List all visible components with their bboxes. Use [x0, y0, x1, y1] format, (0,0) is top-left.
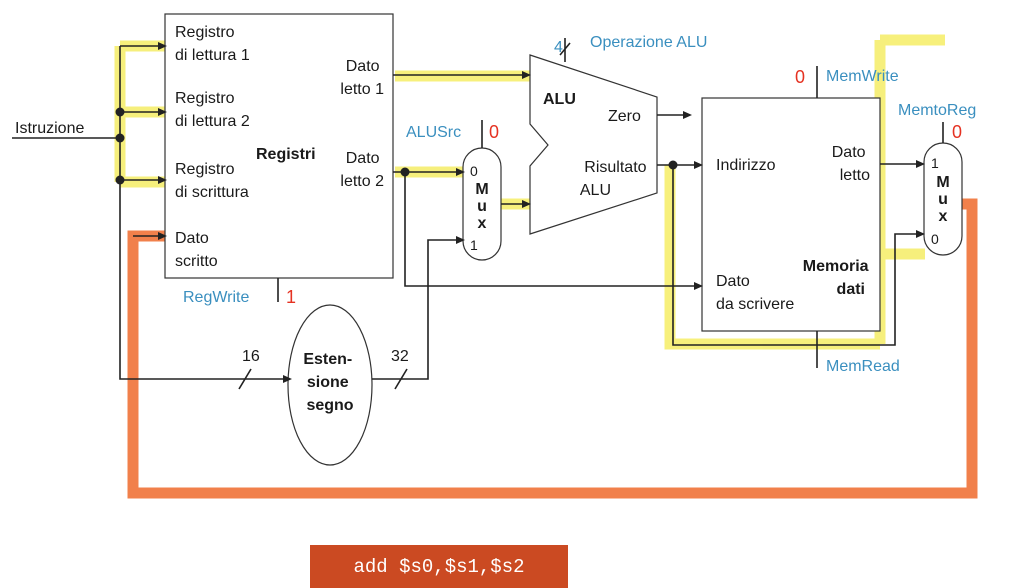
write-reg-line-2: di scrittura [175, 184, 249, 201]
arrow-head [683, 111, 692, 119]
read-data-2-line-2: letto 2 [340, 173, 384, 190]
read-reg-1-line-2: di lettura 1 [175, 47, 250, 64]
memread-label: MemRead [826, 358, 900, 375]
alu-result-line-1: Risultato [584, 159, 646, 176]
mem-read-data-line-2: letto [840, 167, 870, 184]
sign-extend-line-2: sione [307, 374, 349, 391]
read-data-1-line-1: Dato [346, 58, 380, 75]
mem-write-data-line-2: da scrivere [716, 296, 794, 313]
registers-title: Registri [256, 146, 316, 163]
read-reg-1-label: Registro di lettura 1 [175, 24, 250, 64]
read-data-1-line-2: letto 1 [340, 81, 384, 98]
mux-mem-letter-x: x [939, 208, 948, 225]
mux-alu-letter-u: u [477, 198, 487, 215]
junction-dot [668, 160, 678, 170]
memtoreg-label: MemtoReg [898, 102, 976, 119]
alu-op-bits: 4 [554, 39, 563, 56]
alu-result-line-2: ALU [580, 182, 611, 199]
mux-alu-input-0: 0 [470, 163, 478, 179]
arrow-head [522, 71, 531, 79]
alu-block [529, 54, 658, 235]
memwrite-value: 0 [795, 67, 805, 87]
mem-address-label: Indirizzo [716, 157, 776, 174]
arrow-head [158, 176, 167, 184]
arrow-head [916, 160, 925, 168]
junction-dot [400, 167, 410, 177]
mux-alu-letter-x: x [478, 215, 487, 232]
write-reg-label: Registro di scrittura [175, 161, 249, 201]
sign-extend-out-bits: 32 [391, 348, 409, 365]
read-data-2-label: Dato letto 2 [340, 150, 384, 190]
read-data-1-label: Dato letto 1 [340, 58, 384, 98]
alu-op-label: Operazione ALU [590, 34, 707, 51]
arrow-head [694, 282, 703, 290]
read-reg-2-line-2: di lettura 2 [175, 113, 250, 130]
write-data-line-1: Dato [175, 230, 209, 247]
write-reg-line-1: Registro [175, 161, 235, 178]
read-reg-2-label: Registro di lettura 2 [175, 90, 250, 130]
regwrite-label: RegWrite [183, 289, 249, 306]
arrow-head [916, 230, 925, 238]
datapath-diagram: Istruzione Registro di lettura 1 Registr… [12, 13, 978, 499]
alusrc-value: 0 [489, 122, 499, 142]
arrow-head [456, 168, 465, 176]
arrow-head [522, 200, 531, 208]
mem-read-data-label: Dato letto [832, 144, 870, 184]
istruzione-label: Istruzione [15, 120, 84, 137]
read-data-2-line-1: Dato [346, 150, 380, 167]
arrow-head [158, 108, 167, 116]
alusrc-label: ALUSrc [406, 124, 461, 141]
alu-zero-label: Zero [608, 108, 641, 125]
mux-alu-input-1: 1 [470, 237, 478, 253]
write-data-line-2: scritto [175, 253, 218, 270]
junction-dot [115, 107, 125, 117]
arrow-head [158, 42, 167, 50]
mem-write-data-label: Dato da scrivere [716, 273, 794, 313]
junction-dots [115, 107, 678, 185]
mux-mem-letter-u: u [938, 191, 948, 208]
arrowheads [158, 42, 925, 383]
read-reg-1-line-1: Registro [175, 24, 235, 41]
arrow-head [283, 375, 292, 383]
register-file-block [164, 13, 394, 279]
mux-mem-input-1: 1 [931, 155, 939, 171]
sign-extend-line-1: Esten- [303, 351, 352, 368]
mem-read-data-line-1: Dato [832, 144, 866, 161]
memory-title-line-1: Memoria [803, 258, 869, 275]
junction-dot [115, 175, 125, 185]
memory-title: Memoria dati [803, 258, 873, 298]
mux-mem-input-0: 0 [931, 231, 939, 247]
memtoreg-value: 0 [952, 122, 962, 142]
memwrite-label: MemWrite [826, 68, 899, 85]
memory-title-line-2: dati [837, 281, 865, 298]
sign-extend-title: Esten- sione segno [303, 351, 356, 414]
alu-title: ALU [543, 91, 576, 108]
arrow-head [456, 236, 465, 244]
junction-dot [115, 133, 125, 143]
sign-extend-shape [287, 304, 373, 466]
mux-mem-letter-m: M [936, 174, 949, 191]
mux-alu-letter-m: M [475, 181, 488, 198]
sign-extend-line-3: segno [306, 397, 353, 414]
mem-write-data-line-1: Dato [716, 273, 750, 290]
write-data-label: Dato scritto [175, 230, 218, 270]
sign-extend-in-bits: 16 [242, 348, 260, 365]
read-reg-2-line-1: Registro [175, 90, 235, 107]
data-memory-block [701, 97, 881, 332]
arrow-head [694, 161, 703, 169]
instruction-box: add $s0,$s1,$s2 [310, 545, 568, 588]
instruction-text: add $s0,$s1,$s2 [353, 555, 525, 578]
alu-result-label: Risultato ALU [580, 159, 651, 199]
arrow-head [158, 232, 167, 240]
regwrite-value: 1 [286, 287, 296, 307]
